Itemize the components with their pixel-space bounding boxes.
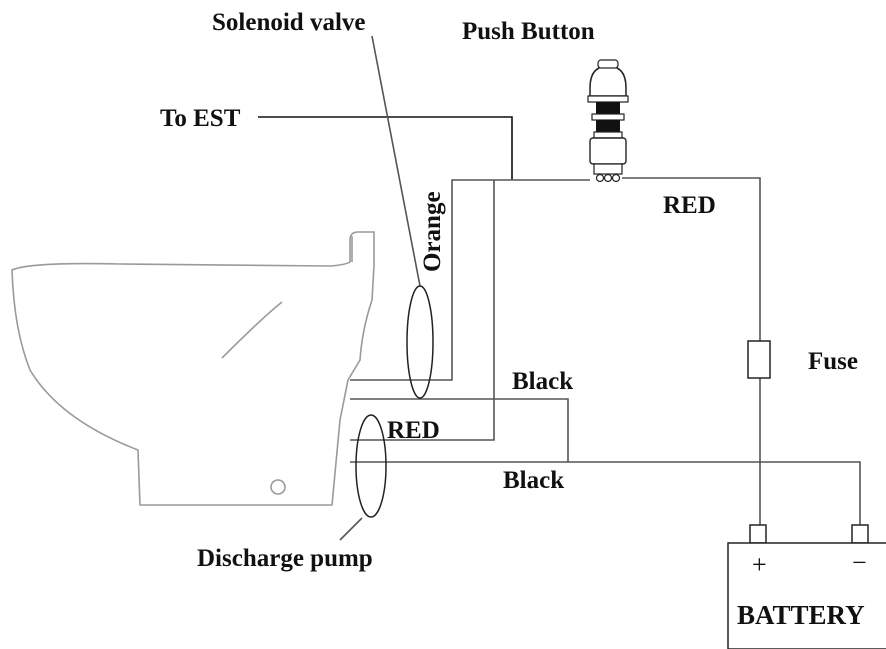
discharge-pump-ellipse <box>355 414 387 518</box>
orange-wire <box>350 179 590 381</box>
to-est-wire <box>258 116 513 180</box>
orange-label: Orange <box>419 191 446 272</box>
red-wire-inner <box>350 180 495 441</box>
solenoid-valve-label: Solenoid valve <box>212 9 366 36</box>
wires <box>258 116 861 528</box>
black-upper-label: Black <box>512 368 573 395</box>
battery-plus-label: + <box>752 550 767 579</box>
battery-label: BATTERY <box>737 600 865 630</box>
red-top-label: RED <box>663 192 716 219</box>
to-est-label: To EST <box>160 105 241 132</box>
battery-minus-label: − <box>852 548 867 577</box>
leader-lines <box>339 35 421 541</box>
toilet-illustration <box>11 231 375 506</box>
red-lower-label: RED <box>387 417 440 444</box>
fuse-icon <box>747 340 771 379</box>
discharge-pump-label: Discharge pump <box>197 545 373 572</box>
black-lower-label: Black <box>503 467 564 494</box>
toilet-drain-circle <box>270 479 286 495</box>
push-button-icon <box>587 59 629 183</box>
fuse-label: Fuse <box>808 348 858 375</box>
solenoid-valve-ellipse <box>406 285 434 399</box>
battery-icon <box>727 524 886 649</box>
black-wire-lower <box>350 461 861 525</box>
black-wire-upper <box>350 398 569 462</box>
push-button-label: Push Button <box>462 18 595 45</box>
red-wire-main <box>622 177 761 341</box>
